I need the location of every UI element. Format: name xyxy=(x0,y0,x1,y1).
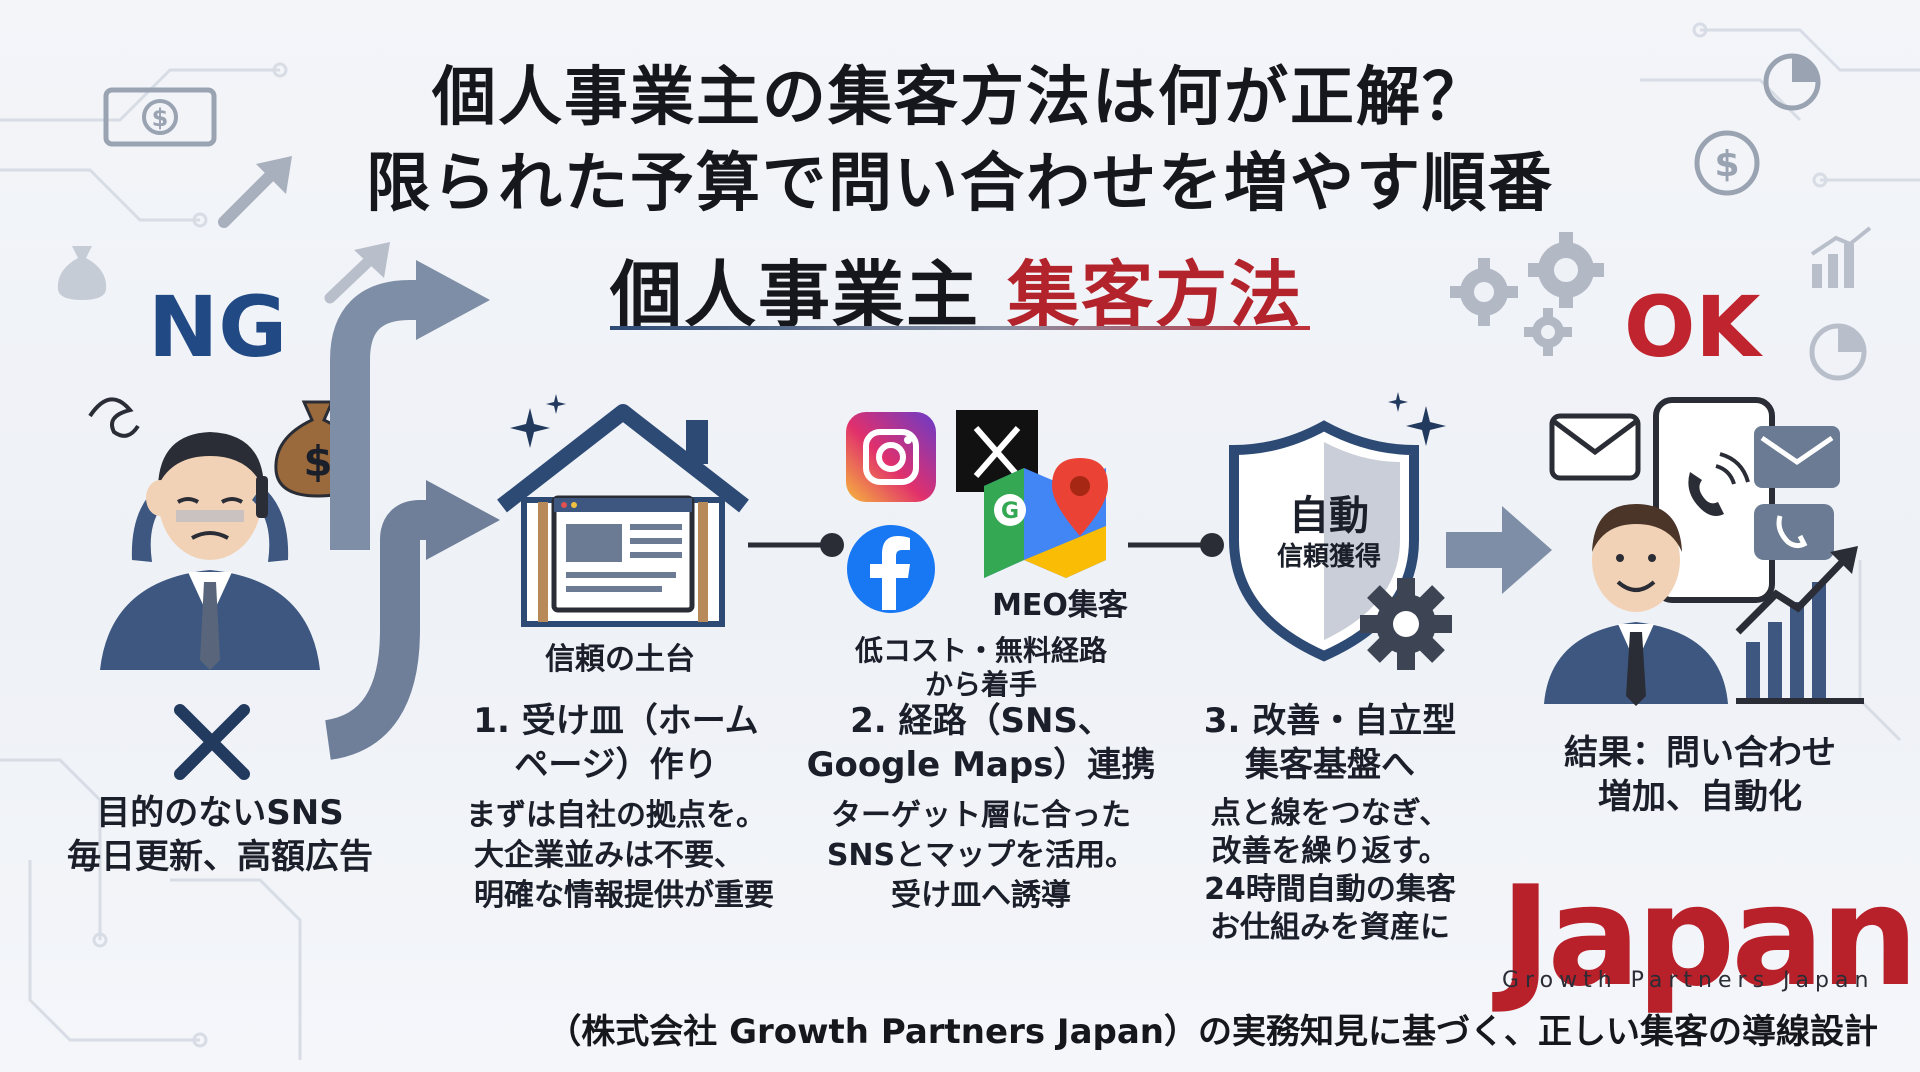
sparkle-icon xyxy=(510,394,566,448)
arrow-up-icon xyxy=(324,242,390,304)
step1-tag: 信頼の土台 xyxy=(545,642,695,677)
svg-text:G: G xyxy=(1001,499,1019,524)
step1-body-line3: 明確な情報提供が重要 xyxy=(474,878,774,913)
pie-chart-icon xyxy=(1809,323,1867,381)
gear-cluster-icon xyxy=(1450,232,1604,356)
x-mark-icon xyxy=(174,704,250,780)
ng-caption-line2: 毎日更新、高額広告 xyxy=(67,837,373,877)
connector-2 xyxy=(1128,533,1224,557)
step1-heading-line1: 1. 受け皿（ホーム xyxy=(473,701,759,741)
result-line1: 結果：問い合わせ xyxy=(1564,733,1836,773)
step2-tag-line2: から着手 xyxy=(924,668,1037,701)
flow-arrows xyxy=(324,260,500,760)
footer-note: （株式会社 Growth Partners Japan）の実務知見に基づく、正し… xyxy=(547,1012,1878,1052)
bar-chart-icon xyxy=(1810,226,1872,288)
shield-title: 自動 xyxy=(1289,493,1369,539)
subtitle-red: 集客方法 xyxy=(1007,253,1304,337)
connector-1 xyxy=(748,533,844,557)
subtitle: 個人事業主 集客方法 xyxy=(610,236,1303,341)
step2-body-line1: ターゲット層に合った xyxy=(831,798,1131,833)
arrow-right-icon xyxy=(1446,506,1552,594)
ok-label: OK xyxy=(1624,278,1761,376)
step2-body-line2: SNSとマップを活用。 xyxy=(826,838,1136,873)
instagram-icon xyxy=(846,412,936,502)
dollar-circle-icon: $ xyxy=(1694,130,1760,196)
money-bill-icon: $ xyxy=(103,87,217,147)
main-title-line2: 限られた予算で問い合わせを増やす順番 xyxy=(366,147,1554,221)
house-icon xyxy=(497,404,749,627)
result-line2: 増加、自動化 xyxy=(1598,777,1802,817)
step3-heading-line2: 集客基盤へ xyxy=(1245,745,1415,785)
facebook-icon xyxy=(847,525,935,613)
money-bag-icon xyxy=(57,246,107,300)
ng-caption-line1: 目的のないSNS xyxy=(96,793,344,833)
shield-subtitle: 信頼獲得 xyxy=(1276,542,1381,572)
happy-businessman-illustration xyxy=(1544,397,1864,706)
gear-icon xyxy=(1360,578,1452,670)
ng-label: NG xyxy=(148,278,288,376)
svg-text:$: $ xyxy=(1714,144,1739,185)
step3-body-line3: 24時間自動の集客 xyxy=(1204,872,1456,907)
meo-label: MEO集客 xyxy=(992,588,1128,623)
google-maps-icon: G xyxy=(984,458,1108,578)
step2-tag-line1: 低コスト・無料経路 xyxy=(854,634,1107,667)
worried-businessman-illustration xyxy=(88,397,320,670)
step3-body-line2: 改善を繰り返す。 xyxy=(1211,834,1449,869)
subtitle-underline xyxy=(610,326,1310,330)
step2-heading-line2: Google Maps）連携 xyxy=(806,745,1156,785)
sparkle-icon xyxy=(1388,392,1446,446)
step1-heading-line2: ページ）作り xyxy=(514,745,718,785)
step3-heading-line1: 3. 改善・自立型 xyxy=(1203,701,1457,741)
step2-body-line3: 受け皿へ誘導 xyxy=(891,878,1071,913)
step2-heading-line1: 2. 経路（SNS、 xyxy=(850,701,1112,741)
svg-text:$: $ xyxy=(152,104,169,132)
pie-chart-icon xyxy=(1763,53,1821,111)
main-title-line1: 個人事業主の集客方法は何が正解？ xyxy=(432,61,1488,135)
step1-body-line2: 大企業並みは不要、 xyxy=(474,838,744,873)
svg-text:$: $ xyxy=(303,437,332,486)
step3-body-line1: 点と線をつなぎ、 xyxy=(1210,796,1450,831)
step1-body-line1: まずは自社の拠点を。 xyxy=(466,798,766,833)
subtitle-dark: 個人事業主 xyxy=(610,253,981,337)
company-logo: Japan xyxy=(1500,856,1919,1017)
step3-body-line4: お仕組みを資産に xyxy=(1210,910,1450,945)
company-logo-subtitle: Growth Partners Japan xyxy=(1502,968,1875,993)
arrow-up-icon xyxy=(218,156,292,228)
